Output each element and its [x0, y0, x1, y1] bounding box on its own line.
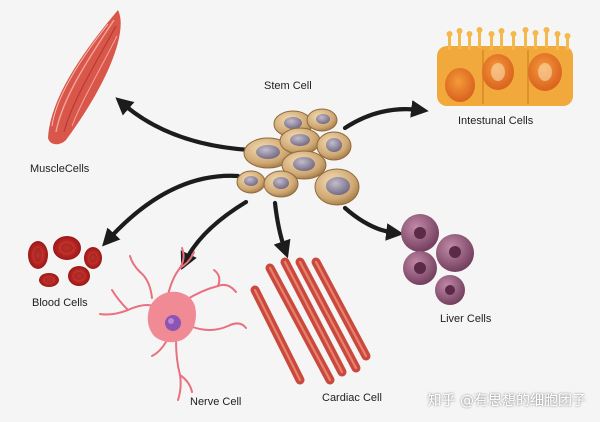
blood-cells-illustration	[28, 236, 102, 287]
arrow-to-liver	[342, 205, 404, 241]
muscle-cell-illustration	[48, 10, 121, 145]
label-intestinal-cells: Intestunal Cells	[458, 115, 534, 127]
watermark: 知乎 @有思想的细胞团子	[427, 393, 586, 409]
arrow-to-muscle	[115, 97, 253, 153]
label-blood-cells: Blood Cells	[32, 297, 88, 309]
label-liver-cells: Liver Cells	[440, 313, 492, 325]
label-cardiac-cell: Cardiac Cell	[322, 392, 382, 404]
arrow-to-blood	[102, 173, 241, 247]
arrow-to-cardiac	[272, 200, 291, 259]
label-muscle-cells: MuscleCells	[30, 163, 90, 175]
nerve-cell-illustration	[99, 247, 247, 401]
arrow-to-intestinal	[342, 100, 429, 131]
cardiac-cells-illustration	[250, 257, 371, 385]
intestinal-cells-illustration	[437, 27, 573, 106]
label-stem-cell: Stem Cell	[264, 80, 312, 92]
stem-cell-cluster-illustration	[236, 108, 360, 206]
liver-cells-illustration	[401, 214, 474, 305]
arrows	[102, 97, 429, 270]
label-nerve-cell: Nerve Cell	[190, 396, 242, 408]
arrow-to-nerve	[180, 199, 249, 270]
